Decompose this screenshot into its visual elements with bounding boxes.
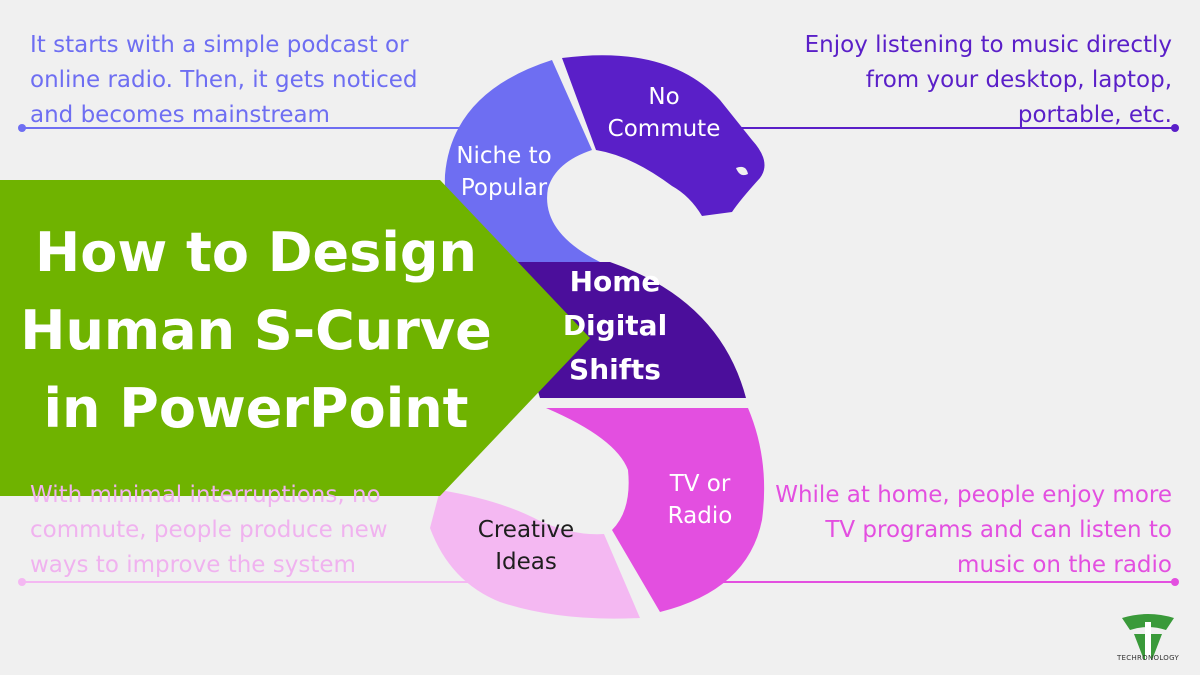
segment-tv-or-radio: [546, 408, 765, 612]
segment-creative-ideas: [430, 490, 640, 619]
label-creative-ideas: Creative Ideas: [477, 517, 575, 575]
note-niche-to-popular: It starts with a simple podcast or onlin…: [30, 32, 418, 128]
label-niche-to-popular: Niche to Popular: [456, 143, 552, 201]
eye-shape: [736, 166, 748, 176]
logo-wordmark: TECHRONOLOGY: [1116, 654, 1180, 662]
banner-title-line-2: Human S-Curve: [20, 299, 492, 362]
top-left-connector-dot: [18, 124, 26, 132]
label-home-digital-shifts: Home Digital Shifts: [562, 265, 668, 386]
bottom-right-connector-dot: [1171, 578, 1179, 586]
banner-title: How to Design Human S-Curve in PowerPoin…: [0, 214, 512, 448]
note-tv-or-radio: While at home, people enjoy more TV prog…: [775, 482, 1172, 578]
segment-no-commute: [562, 55, 765, 217]
techronology-logo-icon: [1122, 614, 1174, 660]
bottom-left-connector-dot: [18, 578, 26, 586]
label-no-commute: No Commute: [607, 84, 721, 142]
top-right-connector-dot: [1171, 124, 1179, 132]
label-tv-or-radio: TV or Radio: [667, 471, 733, 529]
title-banner-shape: [0, 180, 590, 496]
banner-title-line-3: in PowerPoint: [43, 377, 469, 440]
note-creative-ideas: With minimal interruptions, no commute, …: [30, 482, 388, 578]
note-no-commute: Enjoy listening to music directly from y…: [804, 32, 1172, 128]
segment-niche-to-popular: [444, 60, 600, 262]
banner-title-line-1: How to Design: [35, 221, 477, 284]
